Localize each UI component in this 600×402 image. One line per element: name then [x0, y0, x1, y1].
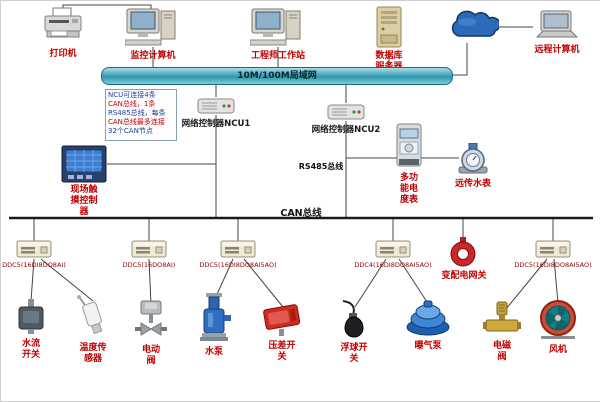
electric-valve-icon	[135, 300, 167, 336]
ncu2-icon	[327, 104, 365, 120]
internet-cloud-icon	[451, 10, 499, 37]
ncu1-label: 网络控制器NCU1	[181, 119, 251, 129]
ddc1-label: DDC5(16DI8DO8AI)	[2, 261, 66, 269]
ddc1-icon	[16, 240, 52, 258]
remote-pc-label: 远程计算机	[534, 45, 580, 55]
pressure-switch-icon	[263, 304, 301, 336]
temp-sensor-label: 温度传 感器	[79, 343, 107, 364]
aeration-pump-icon	[406, 300, 450, 336]
note-line: NCU可连接4条	[108, 91, 156, 99]
ddc4-icon	[375, 240, 411, 258]
printer-icon	[44, 7, 82, 38]
ddc5-label: DDC5(16DI8DO8AI5AO)	[514, 261, 592, 269]
energy-meter-icon	[396, 123, 422, 167]
ddc3-icon	[220, 240, 256, 258]
laptop-icon	[535, 10, 579, 38]
water-flow-switch-label: 水流 开关	[21, 339, 40, 360]
pressure-switch-label: 压差开 关	[268, 341, 296, 362]
float-switch-label: 浮球开 关	[340, 343, 368, 364]
printer-label: 打印机	[49, 49, 77, 59]
touch-panel-label: 现场触 摸控制 器	[70, 185, 98, 217]
ddc2-label: DDC5(16DO8AI)	[122, 261, 176, 269]
rs485-bus-label: RS485总线	[298, 162, 344, 171]
water-flow-switch-icon	[18, 299, 44, 334]
monitor-pc-label: 监控计算机	[130, 51, 176, 61]
ncu1-icon	[197, 98, 235, 114]
energy-meter-label: 多功 能电 度表	[399, 173, 418, 205]
database-server-icon	[376, 6, 402, 48]
float-switch-icon	[342, 300, 364, 338]
fan-label: 风机	[548, 345, 567, 355]
monitor-pc-icon	[125, 8, 176, 46]
workstation-icon	[250, 8, 301, 46]
note-line: CAN总线最多连接	[108, 118, 165, 126]
ncu2-label: 网络控制器NCU2	[311, 125, 381, 135]
power-gateway-label: 变配电网关	[441, 271, 487, 281]
ddc4-label: DDC4(16DI8DO8AI5AO)	[354, 261, 432, 269]
can-bus-label: CAN总线	[280, 208, 322, 219]
electric-valve-label: 电动 阀	[141, 345, 160, 366]
ddc5-icon	[535, 240, 571, 258]
power-gateway-icon	[450, 237, 476, 267]
touch-panel-icon	[61, 145, 107, 183]
ncu-note-box: NCU可连接4条 CAN总线，1条 RS485总线，每条 CAN总线最多连接 3…	[105, 89, 177, 141]
fan-icon	[540, 300, 576, 339]
aeration-pump-label: 曝气泵	[414, 341, 442, 351]
lan-bus-bar: 10M/100M局域网	[101, 67, 453, 85]
temp-sensor-icon	[77, 295, 103, 335]
note-line: 32个CAN节点	[108, 127, 153, 135]
note-line: CAN总线，1条	[108, 100, 156, 108]
ddc3-label: DDC5(16DI8DO8AI5AO)	[199, 261, 277, 269]
ddc2-icon	[131, 240, 167, 258]
water-pump-label: 水泵	[204, 347, 223, 357]
solenoid-valve-label: 电磁 阀	[492, 341, 511, 362]
water-meter-icon	[458, 143, 488, 174]
solenoid-valve-icon	[483, 301, 521, 332]
water-meter-label: 远传水表	[454, 179, 491, 189]
water-pump-icon	[200, 293, 231, 341]
workstation-label: 工程师工作站	[250, 51, 305, 61]
note-line: RS485总线，每条	[108, 109, 166, 117]
